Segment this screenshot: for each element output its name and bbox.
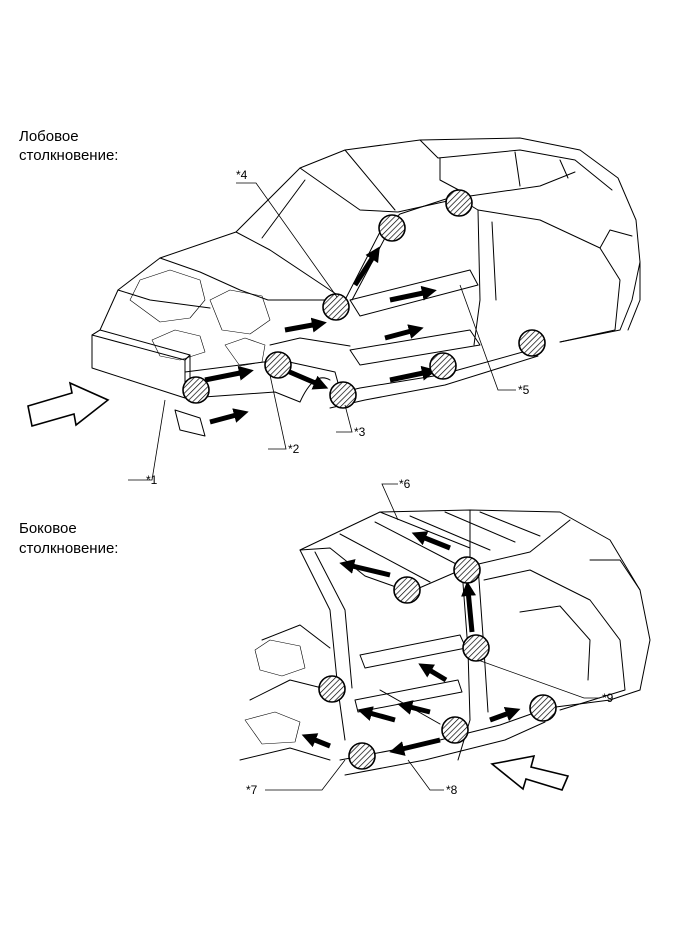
load-arrow-b-pillar-up — [461, 581, 477, 633]
callout-8: *8 — [446, 783, 458, 797]
side-heading-line2: столкновение: — [19, 540, 119, 557]
callout-6: *6 — [399, 477, 411, 491]
joint-a-pillar-upper — [378, 214, 406, 242]
frontal-heading-line2: столкновение: — [19, 147, 119, 164]
joint-cowl — [322, 293, 350, 321]
load-arrow-a-pillar-base — [301, 733, 331, 749]
load-arrow-bumper-upper — [204, 365, 254, 383]
load-arrow-member-to-sill — [284, 367, 329, 390]
joint-b-pillar-lower — [429, 352, 457, 380]
side-load-path-arrows — [301, 531, 521, 756]
joint-b-pillar-top — [453, 556, 481, 584]
frontal-impact-arrow — [27, 381, 110, 428]
side-heading-line1: Боковое — [19, 520, 77, 537]
frontal-body-shell — [91, 137, 641, 437]
frontal-heading-line1: Лобовое — [19, 128, 79, 145]
load-arrow-sill-forward — [389, 737, 441, 756]
joint-a-pillar-lower — [329, 381, 357, 409]
joint-a-pillar-mid — [318, 675, 346, 703]
joint-b-pillar-bottom — [441, 716, 469, 744]
load-arrow-roof-front — [339, 559, 391, 578]
load-arrow-roof-bow — [411, 531, 451, 551]
joint-roof-side — [445, 189, 473, 217]
joint-rear-sill — [518, 329, 546, 357]
load-arrow-floor-front — [397, 700, 431, 715]
callout-2: *2 — [288, 442, 300, 456]
joint-bumper-left — [182, 376, 210, 404]
load-arrow-floor-mid — [357, 706, 396, 723]
load-arrow-a-pillar — [352, 246, 380, 287]
side-joints — [318, 556, 557, 770]
load-arrow-bumper-lower — [209, 408, 249, 425]
callout-1: *1 — [146, 473, 158, 487]
load-arrow-sill-rear — [489, 707, 521, 723]
frontal-callouts: *1 *2 *3 *4 *5 — [128, 168, 530, 487]
callout-7: *7 — [246, 783, 258, 797]
callout-9: *9 — [602, 691, 614, 705]
load-arrow-sill — [389, 365, 437, 383]
frontal-joints — [182, 189, 546, 409]
joint-apron — [264, 351, 292, 379]
callout-5: *5 — [518, 383, 530, 397]
load-arrow-dash-member — [389, 285, 437, 303]
load-arrow-apron — [284, 317, 327, 333]
joint-b-pillar-mid — [462, 634, 490, 662]
joint-a-pillar-bottom — [348, 742, 376, 770]
joint-roof-front — [393, 576, 421, 604]
side-callouts: *6 *7 *8 *9 — [246, 477, 614, 797]
callout-4: *4 — [236, 168, 248, 182]
frontal-load-path-arrows — [204, 246, 437, 425]
side-impact-arrow — [490, 754, 570, 791]
load-arrow-floor-member — [418, 663, 448, 683]
joint-rear-sill-side — [529, 694, 557, 722]
load-arrow-floor — [384, 324, 424, 341]
callout-3: *3 — [354, 425, 366, 439]
